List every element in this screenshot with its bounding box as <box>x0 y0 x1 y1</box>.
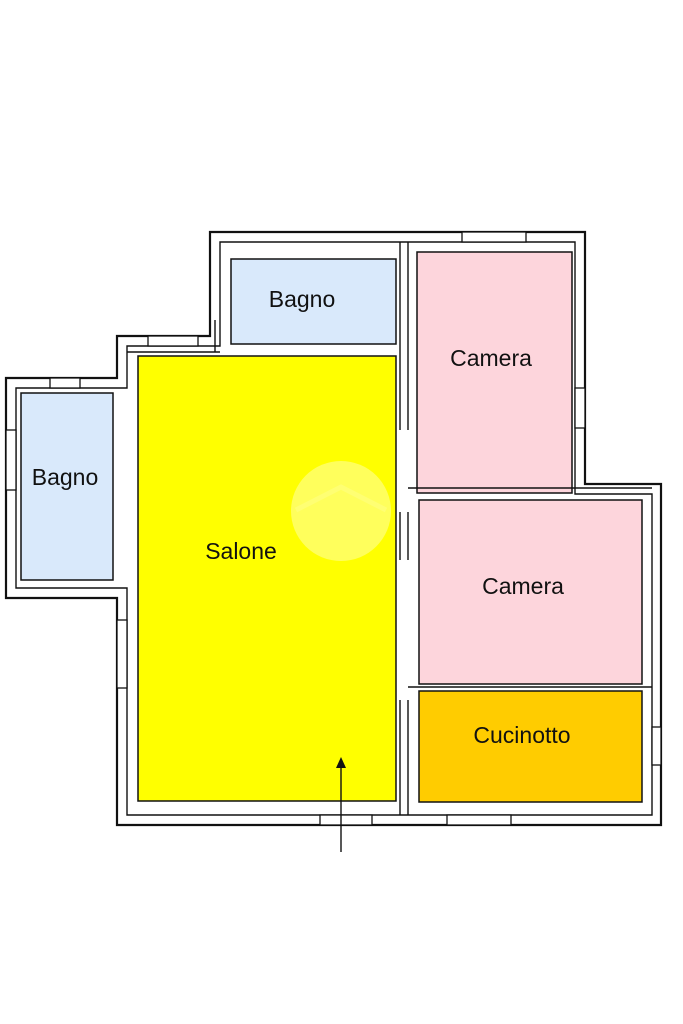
room-bagno-top <box>230 258 397 345</box>
label-cucinotto: Cucinotto <box>473 722 570 748</box>
entrance-arrow-icon <box>336 757 346 852</box>
windows <box>5 231 662 826</box>
room-bagno-left <box>20 392 114 581</box>
outer-walls <box>4 230 663 827</box>
label-camera-top: Camera <box>450 345 532 371</box>
room-camera-top <box>416 251 573 494</box>
interior-walls <box>127 242 652 815</box>
label-bagno-top: Bagno <box>269 286 336 312</box>
label-salone: Salone <box>205 538 277 564</box>
label-bagno-left: Bagno <box>32 464 99 490</box>
house-watermark-icon <box>291 461 391 561</box>
room-salone <box>137 355 397 802</box>
room-camera-mid <box>418 499 643 685</box>
room-cucinotto <box>418 690 643 803</box>
label-camera-mid: Camera <box>482 573 564 599</box>
